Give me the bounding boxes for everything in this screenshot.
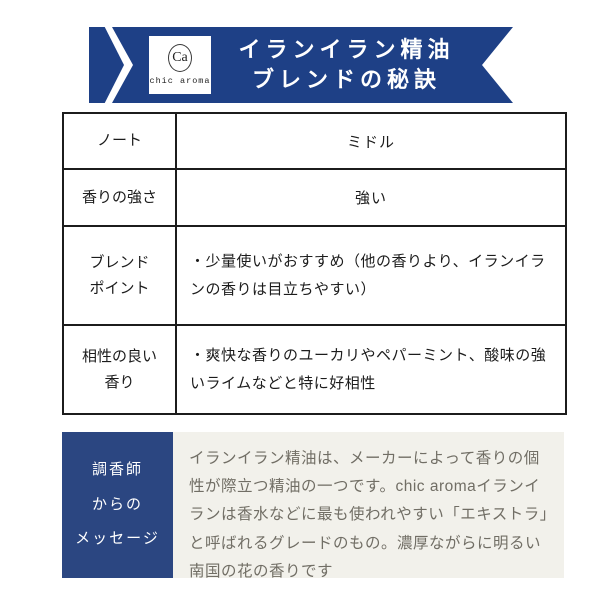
- row-label-blend-point: ブレンド ポイント: [62, 225, 177, 326]
- table-row-note: ノート ミドル: [62, 112, 567, 170]
- message-label-line-1: 調香師: [91, 461, 143, 479]
- row-label-compatible-scents: 相性の良い 香り: [62, 324, 177, 415]
- message-label-line-3: メッセージ: [75, 530, 160, 548]
- ribbon-body: Ca chic aroma イランイラン精油 ブレンドの秘訣: [112, 27, 513, 103]
- page-title: イランイラン精油 ブレンドの秘訣: [211, 35, 482, 96]
- row-value-blend-point: ・少量使いがおすすめ（他の香りより、イランイランの香りは目立ちやすい）: [175, 225, 567, 326]
- title-line-2: ブレンドの秘訣: [251, 67, 441, 92]
- oil-spec-table: ノート ミドル 香りの強さ 強い ブレンド ポイント ・少量使いがおすすめ（他の…: [62, 112, 567, 415]
- logo-brand-name: chic aroma: [149, 76, 211, 86]
- perfumer-message-label: 調香師 からの メッセージ: [62, 432, 173, 578]
- message-label-line-2: からの: [91, 495, 143, 513]
- logo-monogram-text: Ca: [172, 50, 188, 65]
- table-row-blend-point: ブレンド ポイント ・少量使いがおすすめ（他の香りより、イランイランの香りは目立…: [62, 225, 567, 326]
- row-label-strength: 香りの強さ: [62, 168, 177, 227]
- row-value-note: ミドル: [175, 112, 567, 170]
- perfumer-message-body: イランイラン精油は、メーカーによって香りの個性が際立つ精油の一つです。chic …: [173, 432, 564, 580]
- table-row-strength: 香りの強さ 強い: [62, 168, 567, 227]
- table-row-compatible-scents: 相性の良い 香り ・爽快な香りのユーカリやペパーミント、酸味の強いライムなどと特…: [62, 324, 567, 415]
- logo-monogram-icon: Ca: [168, 44, 192, 72]
- header-banner: Ca chic aroma イランイラン精油 ブレンドの秘訣: [0, 27, 600, 103]
- title-line-1: イランイラン精油: [238, 36, 455, 62]
- row-value-compatible-scents: ・爽快な香りのユーカリやペパーミント、酸味の強いライムなどと特に好相性: [175, 324, 567, 415]
- perfumer-message-section: 調香師 からの メッセージ イランイラン精油は、メーカーによって香りの個性が際立…: [62, 432, 564, 580]
- row-value-strength: 強い: [175, 168, 567, 227]
- brand-logo: Ca chic aroma: [149, 36, 211, 94]
- row-label-note: ノート: [62, 112, 177, 170]
